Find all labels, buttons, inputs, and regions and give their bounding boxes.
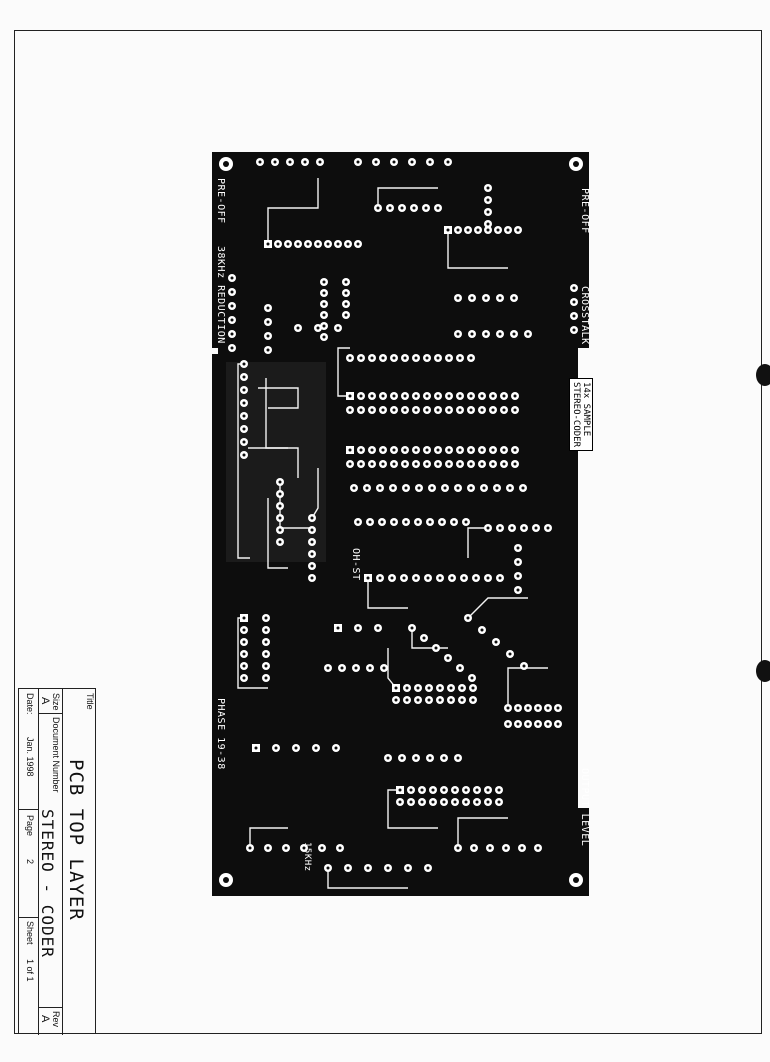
rev-label: Rev — [51, 1011, 61, 1028]
label-15khz: 15KHz — [302, 842, 312, 872]
sample-line-1: 14x SAMPLE — [581, 382, 591, 437]
label-38khz-reduction: 38KHz REDUCTION — [215, 246, 226, 344]
sheet-value: 1 of 1 — [25, 959, 35, 982]
punch-hole-top — [756, 364, 770, 386]
page-label: Page — [25, 815, 35, 837]
date-label: Date: — [25, 693, 35, 715]
document-number-label: Document Number — [51, 717, 61, 793]
label-crosstalk: CROSSTALK — [579, 286, 590, 345]
drawing-frame — [14, 30, 762, 1034]
label-oh-st: OH-ST — [350, 548, 361, 581]
label-pre-off-right: PRE-OFF — [579, 188, 590, 234]
sheet-label: Sheet — [25, 921, 35, 945]
rev-value: A — [39, 1015, 51, 1023]
label-pre-off-left: PRE-OFF — [215, 178, 226, 224]
punch-hole-bottom — [756, 660, 770, 682]
title-block-content: Title PCB TOP LAYER Size A Document Numb… — [19, 689, 97, 1035]
page-value: 2 — [25, 859, 35, 865]
size-label: Size — [51, 693, 61, 711]
date-value: Jan. 1998 — [25, 737, 35, 777]
sample-line-2: STEREO-CODER — [571, 382, 581, 448]
pcb-artwork — [212, 152, 589, 896]
label-14x-sample-stereo-coder: 14x SAMPLE STEREO-CODER — [569, 378, 593, 452]
label-phase-19-38: PHASE 19-38 — [215, 698, 226, 770]
drawing-title: PCB TOP LAYER — [65, 759, 87, 921]
document-number: STEREO - CODER — [38, 809, 57, 958]
size-value: A — [39, 697, 51, 705]
label-output-level: OUTPUT LEVEL — [579, 768, 590, 847]
title-block: Title PCB TOP LAYER Size A Document Numb… — [18, 688, 97, 1035]
pcb-board: PRE-OFF PRE-OFF 38KHz REDUCTION CROSSTAL… — [208, 148, 593, 900]
title-label: Title — [85, 693, 95, 710]
